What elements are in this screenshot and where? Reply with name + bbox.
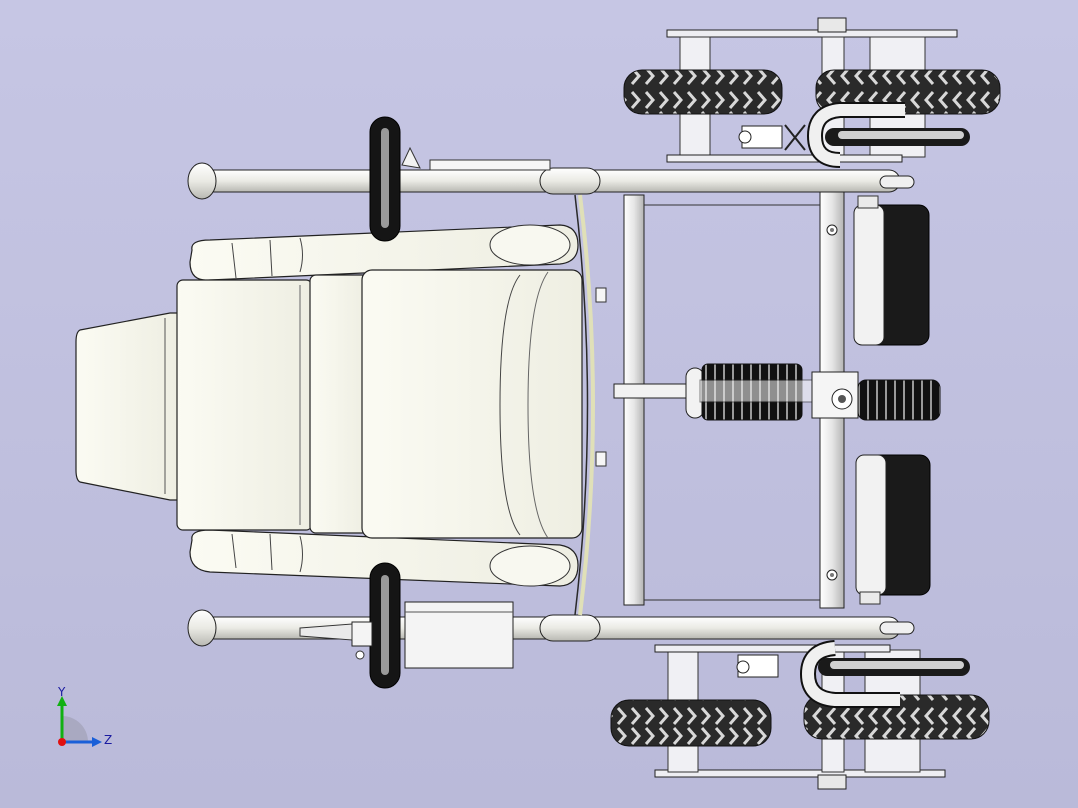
rear-tire-bottom-left[interactable] [610,699,772,747]
front-wheel-top[interactable] [369,116,421,242]
seat-backrest[interactable] [176,279,313,531]
coordinate-triad-icon: Y Z [57,685,112,747]
rear-handle-bottom[interactable] [736,640,970,708]
left-side-rail-bottom[interactable] [187,609,915,647]
rear-handle-top[interactable] [738,102,970,168]
x-axis-dot [58,738,66,746]
front-wheel-bottom[interactable] [369,562,401,689]
suspension-assembly[interactable] [613,363,941,421]
armrest-bottom[interactable] [189,529,579,587]
motor-housing[interactable] [299,601,514,669]
y-axis-label: Y [57,685,66,699]
left-side-rail-top[interactable] [187,159,915,200]
rear-tire-top-left[interactable] [623,69,783,115]
battery-pack-bottom[interactable] [855,454,931,605]
seat-cushion[interactable] [309,194,607,616]
armrest-top[interactable] [189,224,579,281]
z-axis-label: Z [104,733,112,747]
headrest[interactable] [75,312,179,501]
battery-pack-top[interactable] [853,195,930,346]
